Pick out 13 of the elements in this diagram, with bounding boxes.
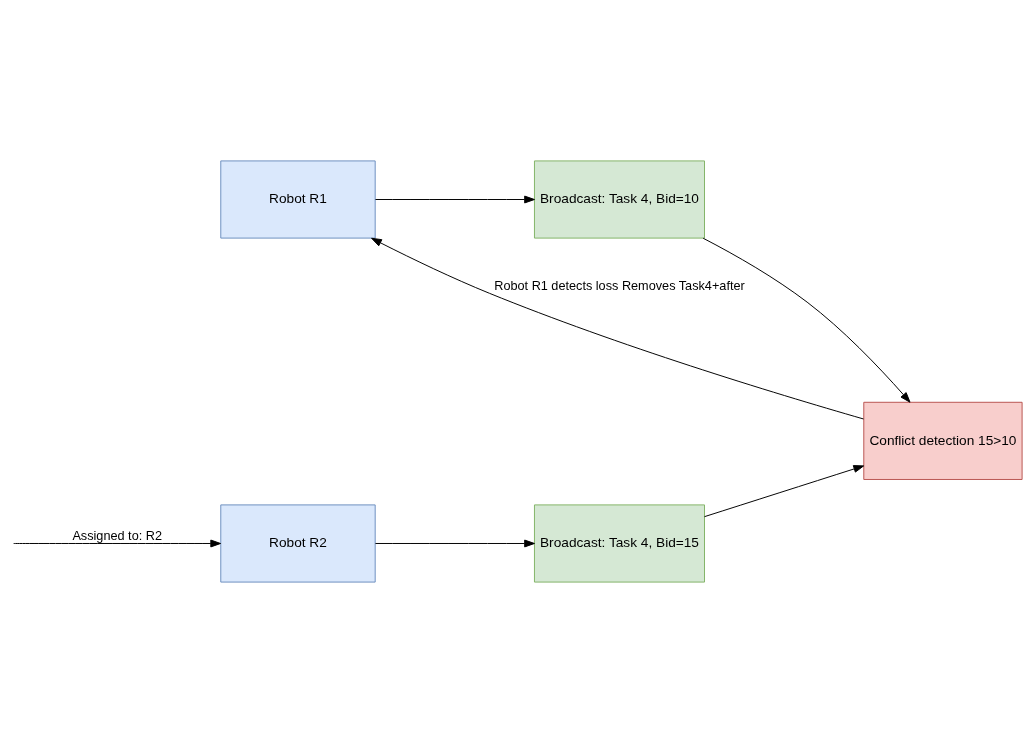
arrow	[375, 195, 535, 203]
node-box: Robot R2	[220, 503, 376, 583]
arrow	[375, 539, 535, 547]
arrow	[371, 237, 864, 419]
arrow	[704, 464, 865, 517]
node-box: Robot R1	[220, 159, 376, 239]
arrow	[702, 237, 911, 403]
node-box: Broadcast: Task 4, Bid=15	[533, 503, 705, 583]
node-box: Broadcast: Task 4, Bid=10	[533, 159, 705, 239]
node-box: Conflict detection 15>10	[863, 401, 1023, 480]
arrow	[13, 539, 222, 547]
edge-label: Assigned to: R2	[72, 528, 162, 543]
edge-label: Robot R1 detects loss Removes Task4+after	[494, 278, 745, 293]
